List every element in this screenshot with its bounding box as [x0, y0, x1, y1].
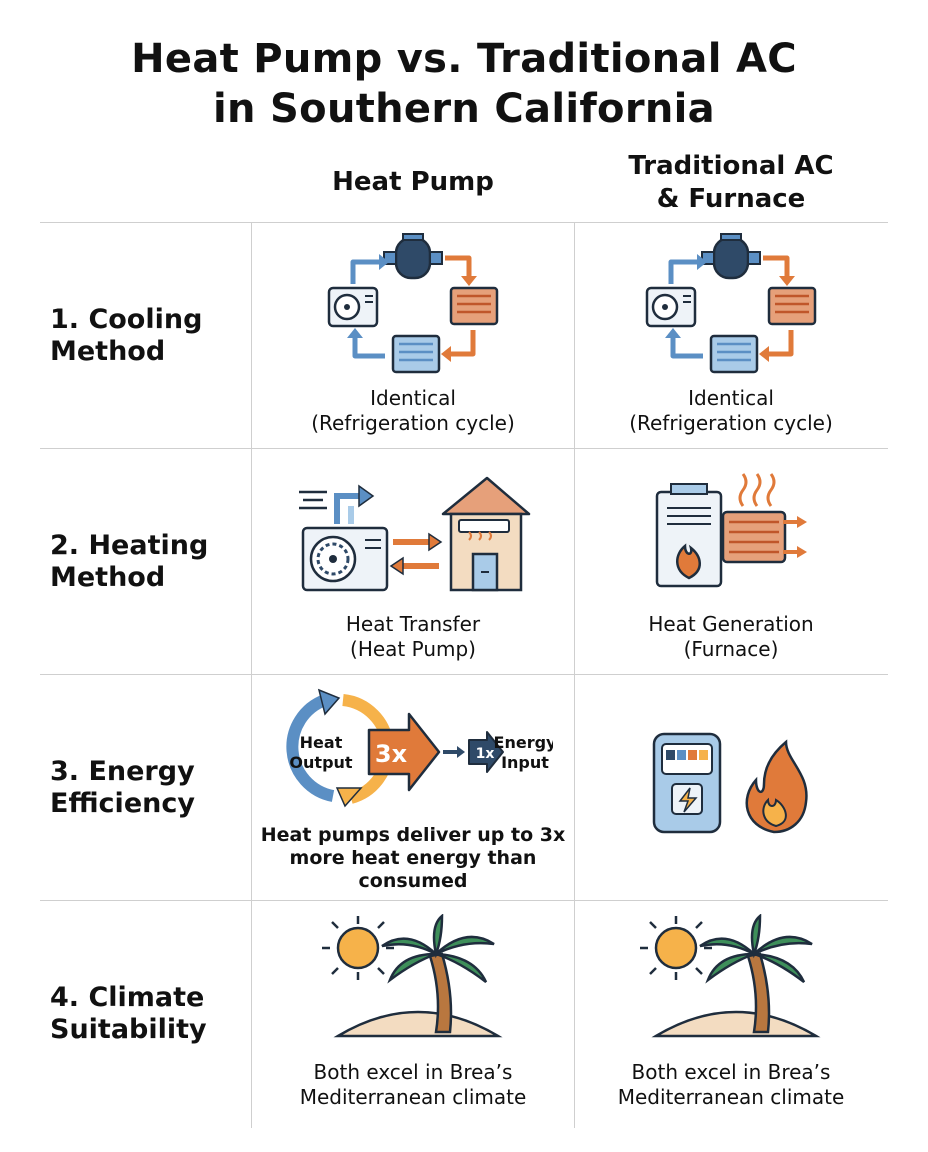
caption-line-1: Heat Generation — [648, 612, 814, 636]
caption-cooling-traditional: Identical (Refrigeration cycle) — [574, 386, 888, 436]
heat-output-label-2: Output — [289, 753, 352, 772]
grid-line-col-2 — [574, 222, 575, 1128]
title-line-1: Heat Pump vs. Traditional AC — [131, 36, 797, 82]
title-line-2: in Southern California — [213, 86, 715, 132]
row-label-cooling-line-2: Method — [50, 336, 166, 367]
refrigeration-cycle-icon — [641, 232, 821, 376]
meter-and-flame-icon — [652, 732, 808, 834]
caption-line-2: (Heat Pump) — [350, 637, 476, 661]
energy-input-label-1: Energy — [494, 733, 553, 752]
heat-output-label-1: Heat — [300, 733, 343, 752]
row-label-heating-line-1: 2. Heating — [50, 530, 209, 561]
caption-heating-heat-pump: Heat Transfer (Heat Pump) — [252, 612, 574, 662]
palm-tree-sun-icon — [638, 914, 818, 1038]
row-label-climate-line-2: Suitability — [50, 1014, 207, 1045]
caption-line-2: Mediterranean climate — [299, 1085, 527, 1109]
cell-efficiency-traditional — [574, 728, 888, 838]
grid-line-row-1 — [40, 448, 888, 449]
column-header-traditional-line-2: & Furnace — [656, 184, 806, 214]
caption-line-1: Identical — [370, 386, 456, 410]
furnace-icon — [655, 473, 807, 588]
cell-climate-traditional: Both excel in Brea’s Mediterranean clima… — [574, 914, 888, 1110]
caption-line-2: Mediterranean climate — [617, 1085, 845, 1109]
row-label-efficiency: 3. Energy Efficiency — [50, 756, 195, 820]
caption-heating-traditional: Heat Generation (Furnace) — [574, 612, 888, 662]
column-header-heat-pump: Heat Pump — [332, 167, 494, 197]
page-title: Heat Pump vs. Traditional AC in Southern… — [0, 34, 928, 134]
row-label-cooling: 1. Cooling Method — [50, 304, 202, 368]
caption-efficiency-heat-pump: Heat pumps deliver up to 3x more heat en… — [252, 824, 574, 893]
grid-line-top — [40, 222, 888, 223]
grid-line-col-1 — [251, 222, 252, 1128]
caption-line-1: Both excel in Brea’s — [631, 1060, 831, 1084]
caption-line-1: Both excel in Brea’s — [313, 1060, 513, 1084]
caption-cooling-heat-pump: Identical (Refrigeration cycle) — [252, 386, 574, 436]
row-label-heating-line-2: Method — [50, 562, 166, 593]
caption-line-3: consumed — [358, 870, 468, 892]
caption-line-1: Identical — [688, 386, 774, 410]
input-multiplier: 1x — [476, 746, 495, 762]
caption-line-2: more heat energy than — [289, 847, 537, 869]
refrigeration-cycle-icon — [323, 232, 503, 376]
grid-line-row-3 — [40, 900, 888, 901]
row-label-heating: 2. Heating Method — [50, 530, 208, 594]
caption-climate-heat-pump: Both excel in Brea’s Mediterranean clima… — [252, 1060, 574, 1110]
row-label-climate: 4. Climate Suitability — [50, 982, 207, 1046]
column-header-traditional: Traditional AC & Furnace — [574, 150, 888, 216]
row-label-efficiency-line-2: Efficiency — [50, 788, 195, 819]
energy-input-label-2: Input — [501, 753, 549, 772]
caption-line-2: (Refrigeration cycle) — [629, 411, 833, 435]
output-multiplier: 3x — [375, 740, 408, 768]
cell-efficiency-heat-pump: Heat Output 3x 1x Energy Input Heat pump… — [252, 688, 574, 893]
caption-line-2: (Refrigeration cycle) — [311, 411, 515, 435]
heat-transfer-icon — [299, 476, 531, 592]
column-header-traditional-line-1: Traditional AC — [628, 151, 834, 181]
cell-cooling-traditional: Identical (Refrigeration cycle) — [574, 232, 888, 436]
row-label-climate-line-1: 4. Climate — [50, 982, 205, 1013]
caption-line-1: Heat pumps deliver up to 3x — [260, 824, 566, 846]
cell-climate-heat-pump: Both excel in Brea’s Mediterranean clima… — [252, 914, 574, 1110]
caption-line-2: (Furnace) — [683, 637, 779, 661]
row-label-cooling-line-1: 1. Cooling — [50, 304, 203, 335]
efficiency-diagram: Heat Output 3x 1x Energy Input — [286, 688, 553, 808]
cell-cooling-heat-pump: Identical (Refrigeration cycle) — [252, 232, 574, 436]
row-label-efficiency-line-1: 3. Energy — [50, 756, 195, 787]
cell-heating-traditional: Heat Generation (Furnace) — [574, 466, 888, 662]
palm-tree-sun-icon — [320, 914, 500, 1038]
caption-climate-traditional: Both excel in Brea’s Mediterranean clima… — [574, 1060, 888, 1110]
caption-line-1: Heat Transfer — [345, 612, 481, 636]
cell-heating-heat-pump: Heat Transfer (Heat Pump) — [252, 466, 574, 662]
grid-line-row-2 — [40, 674, 888, 675]
